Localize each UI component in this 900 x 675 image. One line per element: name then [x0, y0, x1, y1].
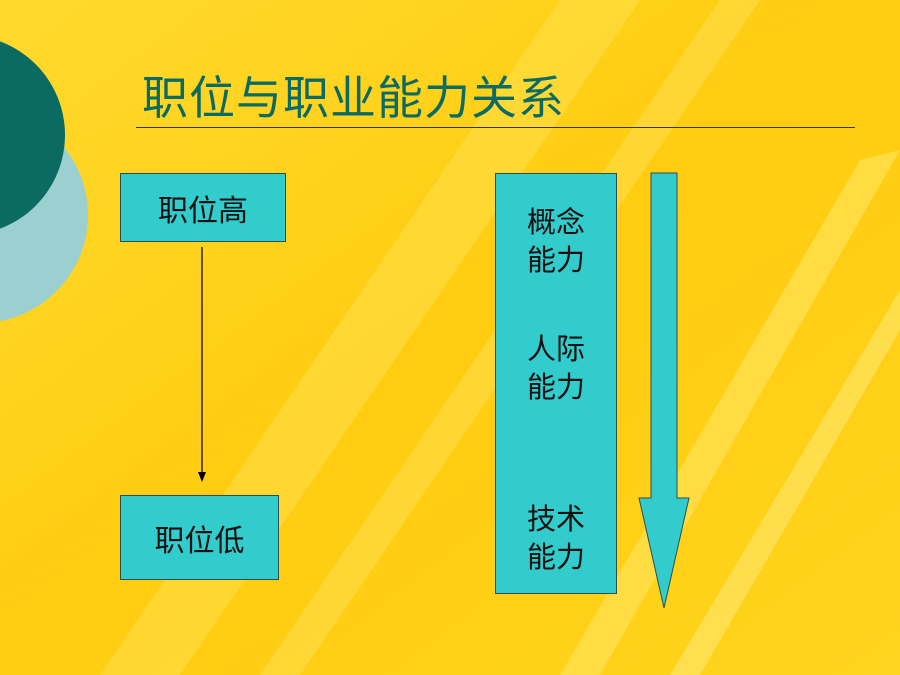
streak	[670, 290, 900, 675]
ability-line: 能力	[526, 540, 585, 574]
ability-line: 能力	[526, 243, 585, 277]
page-title: 职位与职业能力关系	[142, 71, 565, 125]
conceptual-ability-label: 概念 能力	[496, 203, 616, 279]
ability-line: 人际	[526, 332, 585, 366]
dark-teal-circle	[0, 41, 65, 229]
title-divider	[136, 127, 855, 128]
ability-line: 技术	[526, 502, 585, 536]
position-low-box: 职位低	[120, 495, 279, 580]
ability-line: 能力	[526, 370, 585, 404]
technical-ability-label: 技术 能力	[496, 500, 616, 576]
position-high-box: 职位高	[120, 173, 286, 242]
interpersonal-ability-label: 人际 能力	[496, 330, 616, 406]
ability-column: 概念 能力 人际 能力 技术 能力	[495, 173, 617, 594]
ability-line: 概念	[526, 205, 585, 239]
